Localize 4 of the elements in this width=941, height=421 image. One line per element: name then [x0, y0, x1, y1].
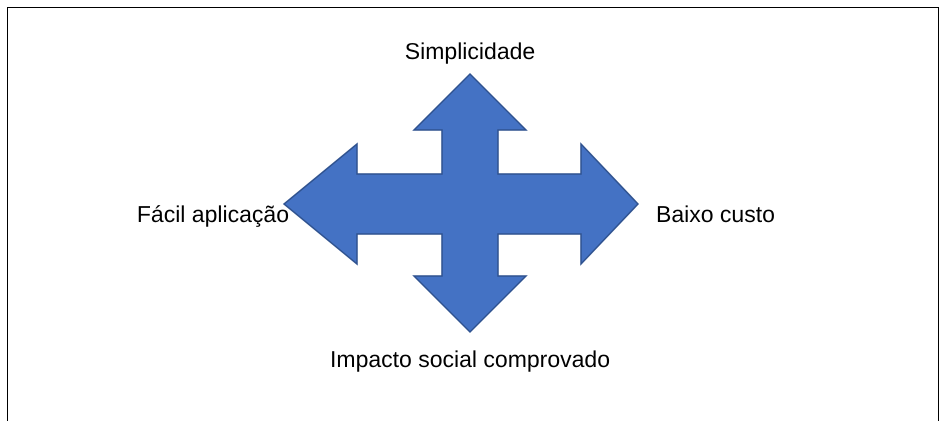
text-label: Baixo custo — [656, 201, 775, 229]
text-label: Fácil aplicação — [136, 201, 289, 229]
text-label: Impacto social comprovado — [330, 346, 610, 374]
text-label: Simplicidade — [404, 38, 536, 66]
